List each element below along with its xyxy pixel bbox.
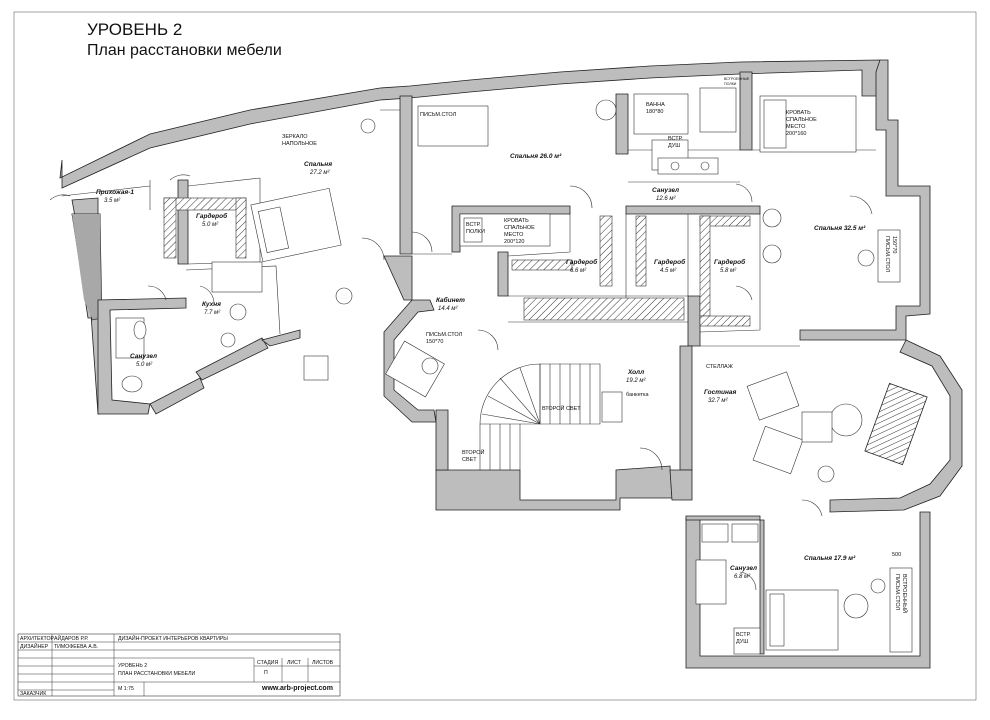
room-name-kitchen: Кухня <box>202 301 221 308</box>
label-desk2-1: ПИСЬМ.СТОЛ <box>426 332 463 338</box>
room-area-wardrobe1: 5.0 м² <box>202 222 219 228</box>
tb-sheet-title-1: УРОВЕНЬ 2 <box>118 663 147 669</box>
room-name-hall: Холл <box>627 369 644 376</box>
room-name-bedroom4: Спальня 17.9 м² <box>804 555 856 562</box>
label-bed1-2: СПАЛЬНОЕ <box>786 117 817 123</box>
room-name-study: Кабинет <box>436 296 465 304</box>
tb-sheet-title-2: ПЛАН РАССТАНОВКИ МЕБЕЛИ <box>118 671 195 677</box>
room-area-entry: 3.5 м² <box>104 198 121 204</box>
label-desk3-1: ПИСЬМ.СТОЛ <box>884 236 890 273</box>
room-area-hall: 19.2 м² <box>626 378 646 384</box>
label-shower1-1: ВСТР. <box>668 136 683 142</box>
room-name-bedroom1: Спальня <box>304 161 332 168</box>
tb-name-architect: АЙДАРОВ Р.Р. <box>54 634 88 642</box>
label-shelves2-2: ПОЛКИ <box>466 229 485 235</box>
tb-sheets-label: ЛИСТОВ <box>312 660 334 666</box>
label-builtin-shelves-1: ВСТРОЕННЫЕ <box>724 77 750 81</box>
room-name-living: Гостиная <box>704 389 737 396</box>
label-shelves2-1: ВСТР. <box>466 222 481 228</box>
room-labels: Прихожая-1 3.5 м² Спальня 27.2 м² Гардер… <box>96 153 866 580</box>
furniture-labels: ЗЕРКАЛО НАПОЛЬНОЕ ПИСЬМ.СТОЛ ВАННА 180*8… <box>282 77 909 645</box>
room-area-kitchen: 7.7 м² <box>204 310 221 316</box>
room-name-bath3: Санузел <box>730 565 757 572</box>
tb-name-designer: ТИМОФЕЕВА А.В. <box>54 644 98 650</box>
label-desk1: ПИСЬМ.СТОЛ <box>420 112 457 118</box>
label-desk-builtin-2: ВСТРОЕННЫЙ <box>901 574 909 613</box>
room-area-living: 32.7 м² <box>708 398 728 404</box>
tb-website: www.arb-project.com <box>261 685 333 692</box>
exterior-walls <box>59 59 963 669</box>
label-shower1-2: ДУШ <box>668 143 680 149</box>
room-name-wardrobe1: Гардероб <box>196 212 228 220</box>
label-shower2-2: ДУШ <box>736 639 748 645</box>
label-bed1-1: КРОВАТЬ <box>786 110 811 116</box>
label-builtin-shelves-2: ПОЛКИ <box>724 82 737 86</box>
sheet-frame <box>13 11 977 701</box>
label-mirror-2: НАПОЛЬНОЕ <box>282 141 317 147</box>
label-desk3-2: 150*70 <box>891 236 897 253</box>
interior-partitions <box>61 109 876 347</box>
tb-role-architect: АРХИТЕКТОР <box>20 636 54 642</box>
plan-subtitle: План расстановки мебели <box>87 42 282 59</box>
label-desk-builtin-1: ПИСЬМ.СТОЛ <box>894 574 900 611</box>
label-bed1-3: МЕСТО <box>786 124 806 130</box>
room-name-wardrobe3: Гардероб <box>654 258 686 266</box>
tb-role-customer: ЗАКАЗЧИК <box>20 691 46 697</box>
room-name-entry: Прихожая-1 <box>96 189 134 196</box>
room-area-wardrobe4: 5.8 м² <box>720 268 737 274</box>
furniture <box>115 87 928 655</box>
room-area-study: 14.4 м² <box>438 306 458 312</box>
label-shelving: СТЕЛЛАЖ <box>706 364 733 370</box>
tb-stage-label: СТАДИЯ <box>257 660 278 666</box>
label-second-light-2b: СВЕТ <box>462 457 477 463</box>
tb-scale: М 1:75 <box>118 686 134 692</box>
door-swings <box>49 174 873 591</box>
room-area-bath1: 5.0 м² <box>136 362 153 368</box>
room-name-bath2: Санузел <box>652 187 679 194</box>
room-area-bedroom1: 27.2 м² <box>309 170 330 176</box>
room-area-wardrobe2: 6.6 м² <box>570 268 587 274</box>
room-name-wardrobe4: Гардероб <box>714 258 746 266</box>
label-desk2-2: 150*70 <box>426 339 443 345</box>
tb-stage-value: П <box>264 670 268 676</box>
label-tub-2: 180*80 <box>646 109 663 115</box>
room-name-bath1: Санузел <box>130 353 157 360</box>
tb-sheet-label: ЛИСТ <box>287 660 302 666</box>
plan-level-title: УРОВЕНЬ 2 <box>87 20 183 39</box>
label-mirror-1: ЗЕРКАЛО <box>282 134 308 140</box>
room-name-bedroom3: Спальня 32.5 м² <box>814 225 866 232</box>
label-bed2-2: СПАЛЬНОЕ <box>504 225 535 231</box>
room-name-wardrobe2: Гардероб <box>566 258 598 266</box>
spiral-stair <box>479 363 601 470</box>
wardrobe-racks <box>163 197 751 327</box>
room-area-wardrobe3: 4.5 м² <box>660 268 677 274</box>
title-block: АРХИТЕКТОР АЙДАРОВ Р.Р. ДИЗАЙНЕР ТИМОФЕЕ… <box>17 633 341 697</box>
label-bed2-3: МЕСТО <box>504 232 524 238</box>
label-bed2-4: 200*120 <box>504 239 525 245</box>
label-second-light-2a: ВТОРОЙ <box>462 448 485 456</box>
label-second-light-1: ВТОРОЙ СВЕТ <box>542 404 581 412</box>
label-bed1-4: 200*160 <box>786 131 807 137</box>
room-area-bath3: 6.8 м² <box>734 574 751 580</box>
label-banquette: банкетка <box>626 392 650 398</box>
label-bed2-1: КРОВАТЬ <box>504 218 529 224</box>
tb-project: ДИЗАЙН-ПРОЕКТ ИНТЕРЬЕРОВ КВАРТИРЫ <box>118 634 228 642</box>
label-dim-500: 500 <box>892 552 901 558</box>
room-area-bath2: 12.6 м² <box>656 196 676 202</box>
room-name-bedroom2: Спальня 26.0 м² <box>510 153 562 160</box>
tb-role-designer: ДИЗАЙНЕР <box>20 642 49 650</box>
label-shower2-1: ВСТР. <box>736 632 751 638</box>
label-tub-1: ВАННА <box>646 102 665 108</box>
